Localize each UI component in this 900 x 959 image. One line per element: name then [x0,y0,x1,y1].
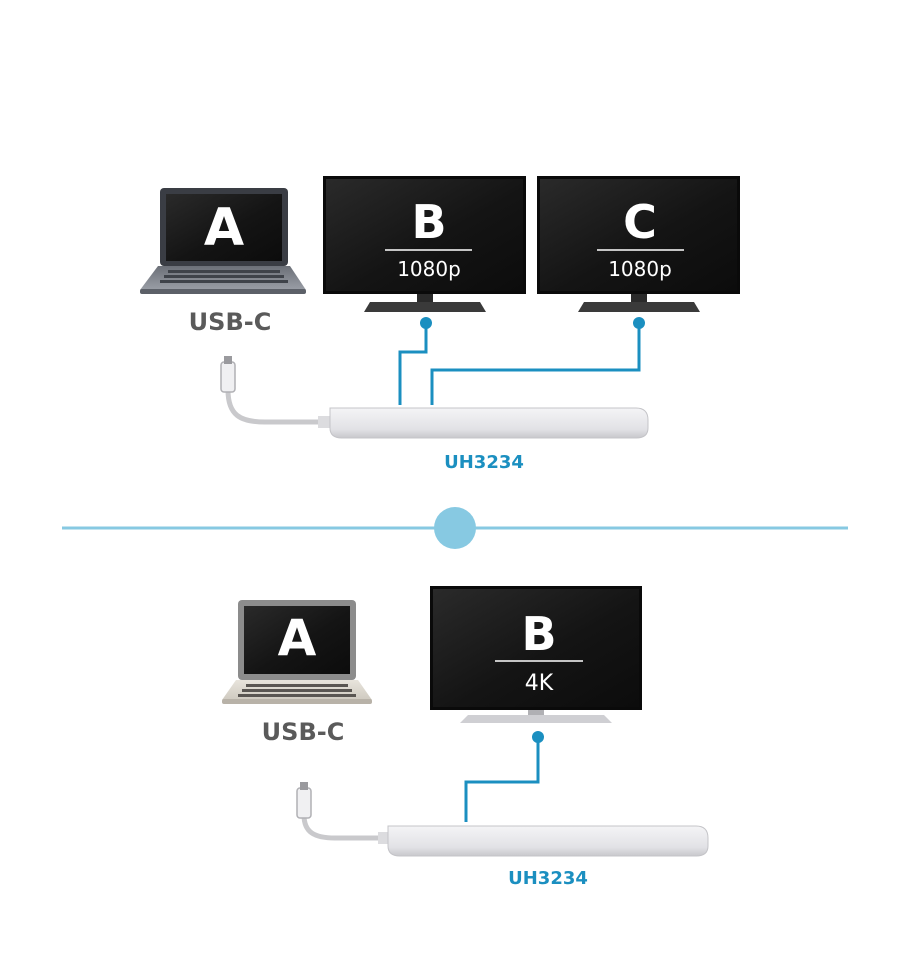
top-monitor-c: C 1080p [537,176,740,312]
hub-model-label: UH3234 [508,868,588,889]
usb-c-label: USB-C [262,718,345,746]
top-hdmi-cables [398,325,641,405]
usb-c-label: USB-C [189,308,272,336]
laptop-letter: A [204,198,244,258]
top-laptop: A [140,188,306,294]
bottom-monitor-b: B 4K [430,586,642,723]
bottom-hub [387,825,709,857]
bottom-usb-cable [296,782,388,844]
monitor-letter: B [521,607,556,661]
top-monitor-b: B 1080p [323,176,526,312]
top-usb-cable [220,356,330,428]
monitor-resolution: 1080p [608,257,672,281]
top-port-dot [633,317,645,329]
section-divider [62,507,848,549]
top-hub [329,407,649,439]
monitor-letter: C [623,195,657,249]
bottom-port-dot [532,731,544,743]
hub-model-label: UH3234 [444,452,524,473]
monitor-resolution: 1080p [397,257,461,281]
laptop-letter: A [278,609,317,667]
bottom-hdmi-cable [464,740,540,822]
monitor-letter: B [411,195,446,249]
top-port-dot [420,317,432,329]
bottom-laptop: A [222,600,372,704]
monitor-resolution: 4K [525,671,554,696]
